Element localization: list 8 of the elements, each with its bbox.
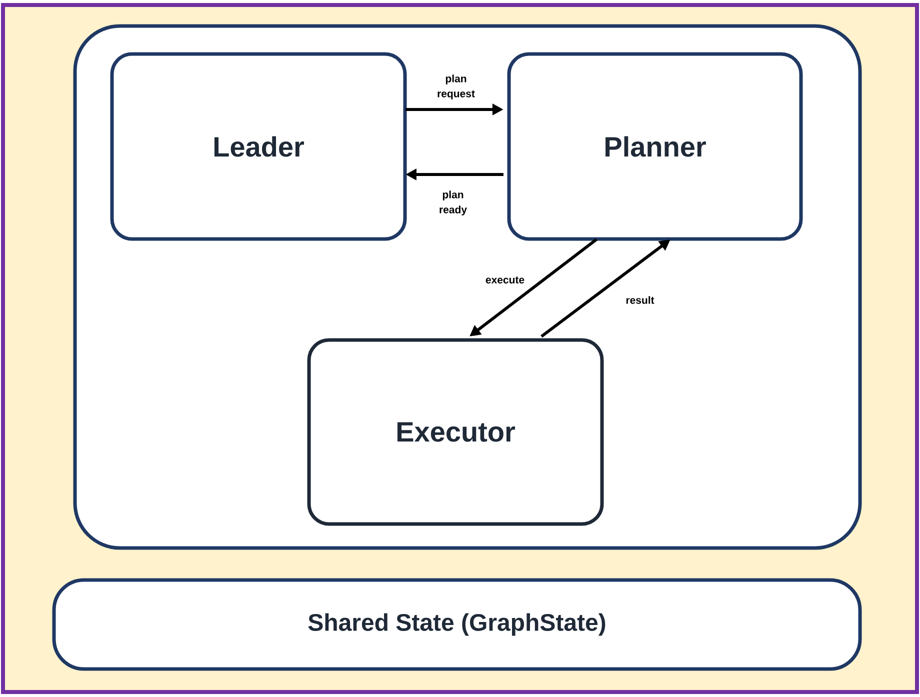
process-box: Planner [507, 52, 803, 241]
process-box: Executor [307, 338, 604, 526]
process-box: Leader [110, 52, 407, 241]
edge-label: plan ready [440, 190, 467, 216]
edge-label: execute [486, 276, 524, 284]
state-bar: Shared State (GraphState) [52, 578, 862, 671]
edge-label: plan request [438, 74, 475, 100]
edge-label: result [626, 296, 654, 304]
